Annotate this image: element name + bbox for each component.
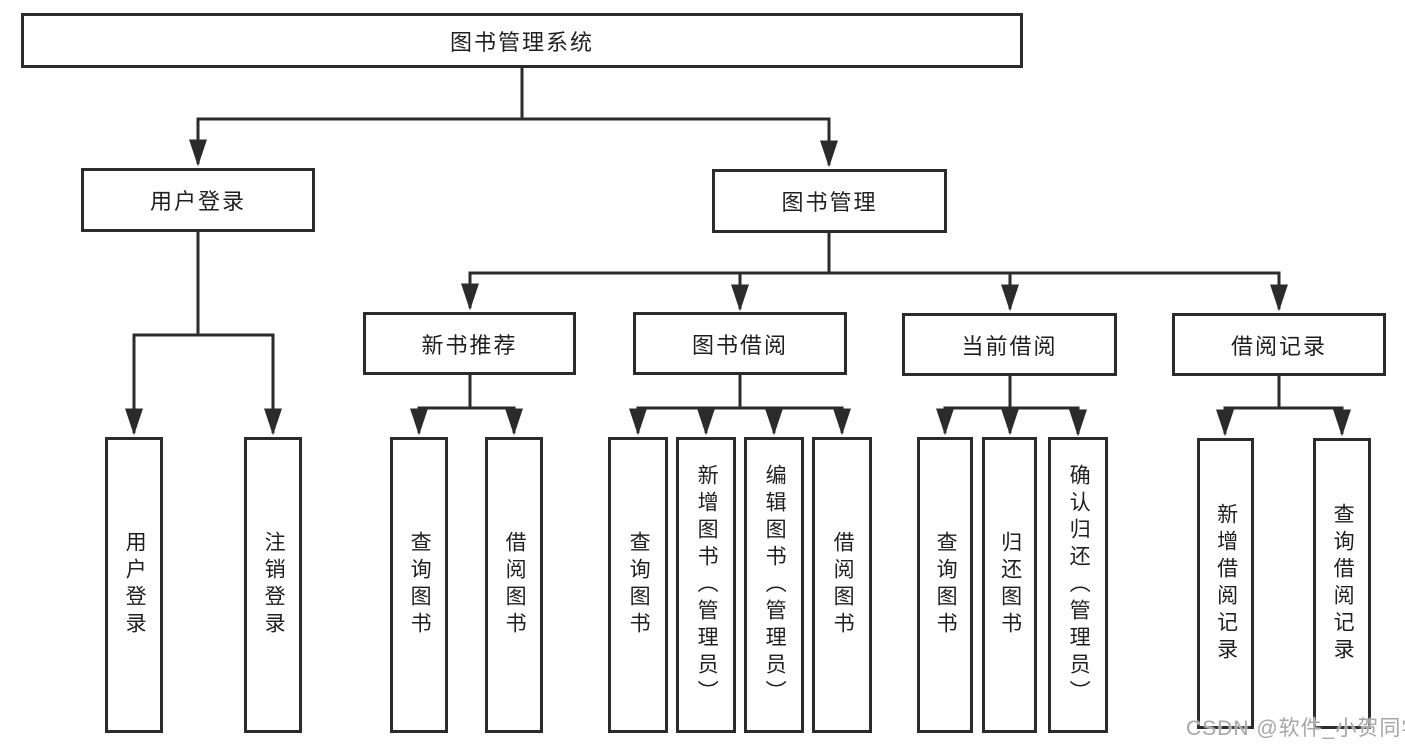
node-borrow-records: 借阅记录	[1172, 313, 1386, 376]
leaf-cb-query-books-label: 查询图书	[934, 531, 958, 639]
leaf-nb-query-books-label: 查询图书	[408, 531, 432, 639]
leaf-bb-edit-books-admin-label: 编辑图书（管理员）	[763, 463, 787, 707]
leaf-logout-label: 注销登录	[262, 531, 286, 639]
leaf-br-add-record-label: 新增借阅记录	[1214, 502, 1238, 665]
leaf-bb-add-books-admin-label: 新增图书（管理员）	[695, 463, 719, 707]
leaf-bb-edit-books-admin: 编辑图书（管理员）	[744, 437, 804, 733]
leaf-cb-confirm-return-admin: 确认归还（管理员）	[1048, 437, 1108, 733]
leaf-cb-query-books: 查询图书	[917, 437, 973, 733]
leaf-cb-return-books-label: 归还图书	[998, 531, 1022, 639]
leaf-bb-add-books-admin: 新增图书（管理员）	[676, 437, 736, 733]
leaf-cb-return-books: 归还图书	[982, 437, 1037, 733]
node-book-borrow-label: 图书借阅	[691, 332, 788, 358]
node-user-login-label: 用户登录	[149, 189, 246, 214]
node-user-login: 用户登录	[81, 168, 315, 232]
node-book-borrow: 图书借阅	[633, 312, 847, 375]
node-root-label: 图书管理系统	[449, 29, 594, 55]
leaf-bb-borrow-books: 借阅图书	[812, 437, 872, 733]
leaf-user-login-label: 用户登录	[123, 531, 147, 639]
leaf-nb-borrow-books-label: 借阅图书	[503, 531, 527, 639]
leaf-nb-borrow-books: 借阅图书	[485, 437, 543, 733]
csdn-watermark: CSDN @软件_小贺同学	[1186, 717, 1405, 740]
leaf-nb-query-books: 查询图书	[390, 437, 448, 733]
leaf-cb-confirm-return-admin-label: 确认归还（管理员）	[1067, 463, 1091, 707]
node-new-book-recommend-label: 新书推荐	[421, 332, 518, 358]
leaf-br-add-record: 新增借阅记录	[1197, 438, 1254, 729]
leaf-br-query-record: 查询借阅记录	[1313, 438, 1371, 729]
leaf-br-query-record-label: 查询借阅记录	[1331, 502, 1355, 665]
node-current-borrow-label: 当前借阅	[961, 333, 1058, 359]
node-book-management: 图书管理	[712, 169, 947, 233]
leaf-bb-query-books-label: 查询图书	[627, 531, 651, 639]
node-current-borrow: 当前借阅	[902, 313, 1117, 376]
leaf-user-login: 用户登录	[105, 437, 163, 733]
leaf-logout: 注销登录	[244, 437, 302, 733]
node-borrow-records-label: 借阅记录	[1230, 333, 1327, 359]
node-new-book-recommend: 新书推荐	[363, 312, 576, 375]
node-root: 图书管理系统	[21, 13, 1023, 68]
leaf-bb-borrow-books-label: 借阅图书	[831, 531, 855, 639]
leaf-bb-query-books: 查询图书	[608, 437, 668, 733]
node-book-management-label: 图书管理	[781, 190, 878, 215]
